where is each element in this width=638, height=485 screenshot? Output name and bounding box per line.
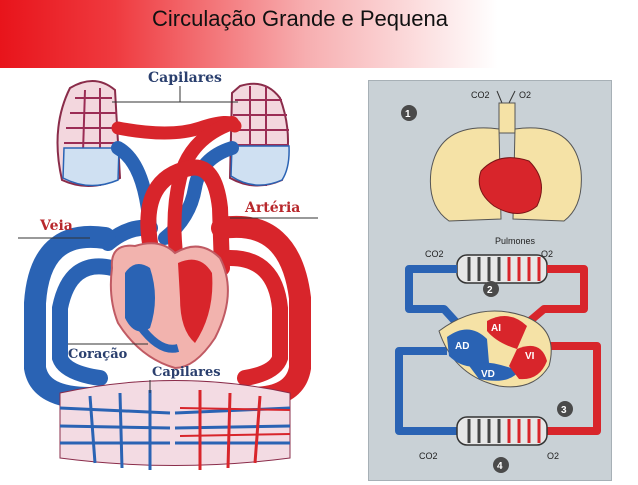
step-1-number: 1 — [405, 109, 411, 120]
lung-co2-label: CO2 — [425, 249, 444, 259]
slide-header — [0, 0, 638, 68]
label-arteria: Artéria — [244, 200, 300, 216]
bottom-co2-label: CO2 — [419, 451, 438, 461]
top-co2-label: CO2 — [471, 90, 490, 100]
right-lung — [228, 82, 290, 187]
step-4-badge — [493, 457, 509, 473]
step-3-number: 3 — [561, 405, 567, 416]
bottom-o2-label: O2 — [547, 451, 559, 461]
systemic-capillaries — [456, 416, 548, 446]
left-lung — [56, 80, 122, 187]
circulation-diagram: Capilares Artéria Veia Coração Capilares — [18, 70, 318, 470]
step-2-number: 2 — [487, 285, 493, 296]
pulmonary-capillaries — [456, 254, 548, 284]
top-o2-label: O2 — [519, 90, 531, 100]
pulmones-label: Pulmones — [495, 236, 536, 246]
circulation-loops — [395, 265, 601, 435]
heart — [109, 242, 229, 370]
chamber-vd: VD — [481, 369, 495, 380]
label-coracao: Coração — [68, 347, 128, 362]
chamber-ad: AD — [455, 341, 469, 352]
chamber-ai: AI — [491, 323, 501, 334]
heart-chambers — [438, 310, 552, 388]
lung-o2-label: O2 — [541, 249, 553, 259]
step-4-number: 4 — [497, 461, 503, 472]
chamber-vi: VI — [525, 351, 535, 362]
textbook-panel: 1 CO2 O2 Pulmones CO2 O2 2 — [368, 80, 612, 481]
capilares-top-bracket — [112, 86, 238, 103]
label-capilares-top: Capilares — [148, 70, 222, 86]
body-capillaries — [59, 380, 291, 470]
air-arrows — [496, 90, 516, 104]
label-capilares-bottom: Capilares — [152, 365, 221, 380]
step-3-badge — [557, 401, 573, 417]
lungs-with-heart — [429, 102, 582, 222]
step-1-badge — [401, 105, 417, 121]
slide-title: Circulação Grande e Pequena — [152, 6, 448, 31]
label-veia: Veia — [39, 218, 73, 234]
pulmonary-systemic-diagram: 1 CO2 O2 Pulmones CO2 O2 2 — [395, 90, 601, 473]
step-2-badge — [483, 281, 499, 297]
